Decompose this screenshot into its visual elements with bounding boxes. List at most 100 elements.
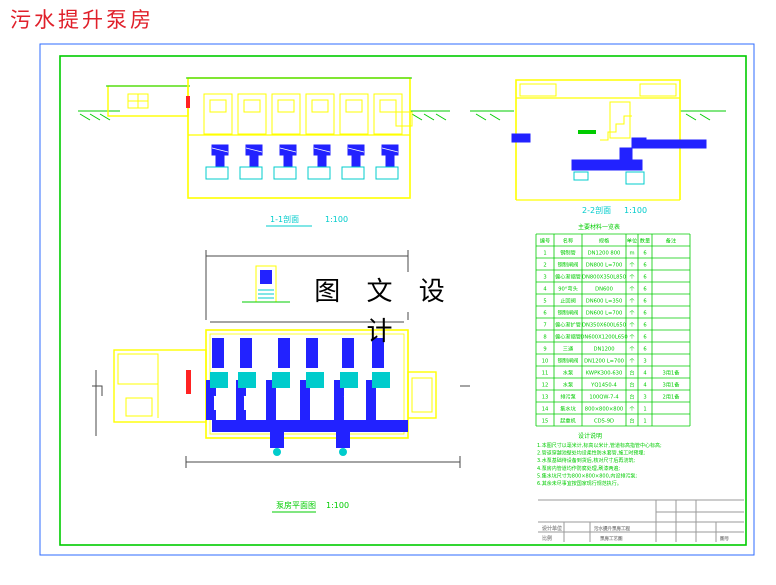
title-block-drawing: 泵房工艺图 — [600, 535, 623, 542]
table-cell: 钢制闸阀 — [558, 357, 579, 365]
table-cell: 6 — [643, 263, 646, 269]
notes-line: 3.水泵基础待设备到货后,核对尺寸后再浇筑; — [537, 457, 635, 464]
table-cell: 2用1备 — [663, 393, 681, 401]
table-cell: DN350X600L650 — [582, 323, 626, 329]
table-cell: 台 — [629, 393, 634, 401]
table-cell: 6 — [643, 335, 646, 341]
table-cell: 100QW-7-4 — [589, 395, 619, 401]
table-cell: 90°弯头 — [558, 285, 578, 293]
table-cell: DN600 L=700 — [586, 311, 623, 317]
table-cell: 1 — [643, 419, 646, 425]
page-title: 污水提升泵房 — [10, 8, 154, 32]
table-header-cell: 数量 — [640, 237, 650, 245]
table-cell: 6 — [643, 299, 646, 305]
plan-view: 泵房平面图 1:100 — [92, 250, 470, 513]
table-cell: 个 — [629, 262, 635, 269]
table-cell: 个 — [629, 322, 635, 329]
table-cell: 6 — [643, 287, 646, 293]
table-cell: 8 — [543, 335, 546, 341]
table-cell: 7 — [543, 323, 546, 329]
table-cell: 4 — [543, 287, 547, 293]
table-cell: 个 — [629, 334, 635, 341]
table-cell: 1 — [543, 251, 546, 257]
table-cell: KWPK300-630 — [586, 371, 623, 377]
table-cell: DN800 L=700 — [586, 263, 623, 269]
table-cell: 个 — [629, 406, 635, 413]
table-cell: 2 — [543, 263, 546, 269]
table-cell: 5 — [543, 299, 546, 305]
table-cell: 止回阀 — [560, 297, 576, 305]
table-cell: 12 — [542, 383, 549, 389]
table-cell: 台 — [629, 381, 634, 389]
table-cell: 11 — [542, 371, 549, 377]
title-block-scale: 比例 — [542, 535, 552, 542]
table-cell: 钢制管 — [560, 249, 576, 257]
table-cell: 个 — [629, 298, 635, 305]
table-cell: 6 — [643, 323, 646, 329]
table-cell: m — [629, 251, 634, 257]
table-cell: 10 — [542, 359, 549, 365]
table-cell: 个 — [629, 346, 635, 353]
table-cell: 13 — [542, 395, 549, 401]
table-cell: 三通 — [563, 345, 574, 353]
table-cell: 个 — [629, 358, 635, 365]
section-2-2: 2-2剖面 1:100 — [470, 79, 726, 215]
table-cell: 3 — [643, 395, 646, 401]
sheet-outer-border — [39, 43, 755, 556]
notes-line: 6.其余未尽事宜按国家现行规范执行。 — [537, 480, 622, 487]
table-header-cell: 备注 — [666, 237, 676, 245]
table-cell: DN600X1200L650 — [580, 335, 627, 341]
table-cell: 6 — [643, 311, 646, 317]
plan-scale: 1:100 — [326, 501, 349, 510]
design-notes: 设计说明 1.本图尺寸以毫米计,标高以米计,管道标高指管中心标高;2.管道穿越池… — [537, 432, 662, 487]
table-cell: DN1200 L=700 — [584, 359, 624, 365]
table-cell: 800×800×800 — [585, 407, 623, 413]
table-cell: 15 — [542, 419, 549, 425]
notes-line: 4.泵房内管道均作防腐处理,刷漆两遍; — [537, 465, 620, 472]
table-cell: DN600 L=350 — [586, 299, 623, 305]
title-block-number: 图号 — [720, 536, 729, 542]
table-cell: DN1200 — [593, 347, 614, 353]
sheet-inner-border — [59, 55, 747, 546]
table-cell: 4 — [643, 383, 647, 389]
table-header-cell: 规格 — [599, 237, 610, 245]
table-cell: 钢制闸阀 — [558, 261, 579, 269]
notes-line: 5.集水坑尺寸为800×800×800,内设排污泵; — [537, 472, 637, 479]
notes-line: 2.管道穿越池壁处均设柔性防水套管,施工时预埋; — [537, 450, 645, 457]
table-cell: 6 — [643, 275, 646, 281]
table-cell: 钢制闸阀 — [558, 309, 579, 317]
table-cell: 个 — [629, 286, 635, 293]
table-cell: 3用1备 — [663, 381, 681, 389]
table-cell: 3 — [543, 275, 546, 281]
table-cell: 集水坑 — [560, 405, 576, 413]
equipment-table-title: 主要材料一览表 — [578, 223, 620, 231]
section-2-2-scale: 1:100 — [624, 206, 647, 215]
table-cell: 6 — [643, 347, 646, 353]
table-cell: CD5-9D — [594, 419, 614, 425]
table-cell: 水泵 — [563, 381, 573, 389]
table-header-cell: 编号 — [540, 237, 550, 245]
table-cell: 1 — [643, 407, 646, 413]
notes-line: 1.本图尺寸以毫米计,标高以米计,管道标高指管中心标高; — [537, 442, 662, 449]
table-cell: DN1200 800 — [588, 251, 621, 257]
table-cell: YQ1450-4 — [590, 383, 617, 389]
table-cell: DN600 — [595, 287, 613, 293]
table-cell: 3 — [643, 359, 646, 365]
table-cell: 6 — [643, 251, 646, 257]
title-block-project: 污水提升泵房工程 — [594, 525, 630, 532]
table-cell: 6 — [543, 311, 546, 317]
notes-title: 设计说明 — [578, 432, 602, 440]
plan-caption: 泵房平面图 — [276, 500, 316, 510]
section-1-1-scale: 1:100 — [325, 215, 348, 224]
table-cell: 3用1备 — [663, 369, 681, 377]
table-cell: 9 — [543, 347, 546, 353]
table-cell: 排污泵 — [560, 393, 576, 401]
table-cell: 起重机 — [560, 417, 576, 425]
table-cell: 偏心渐扩管 — [555, 321, 581, 329]
table-cell: 14 — [542, 407, 549, 413]
table-cell: 水泵 — [563, 369, 573, 377]
table-cell: 个 — [629, 274, 635, 281]
table-cell: DN800X350L850 — [582, 275, 626, 281]
